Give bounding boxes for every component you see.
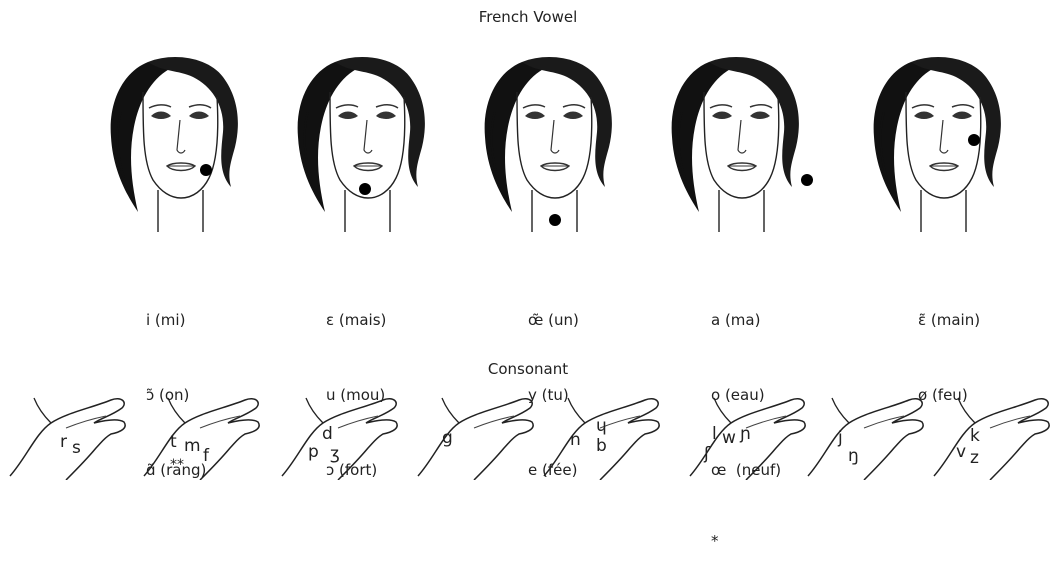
- consonant-label: r: [60, 434, 67, 451]
- consonant-label: **: [170, 458, 184, 472]
- consonant-label: k: [970, 428, 980, 445]
- vowel-label: a (ma): [711, 308, 781, 333]
- vowel-label: ɛ̃ (main): [918, 308, 980, 333]
- consonant-label: p: [308, 444, 319, 461]
- hand-shape-8: v k z: [930, 388, 1056, 480]
- position-dot: [801, 174, 813, 186]
- face-4: [664, 52, 804, 232]
- face-1: [103, 52, 243, 232]
- consonant-label: ʃ: [704, 446, 710, 463]
- consonant-label: g: [442, 430, 453, 447]
- consonant-label: ɥ: [596, 418, 607, 435]
- hand-shape-2: t m f **: [140, 388, 266, 480]
- vowel-label: œ̃ (un): [528, 308, 579, 333]
- consonant-label: t: [170, 434, 177, 451]
- vowel-label: i (mi): [146, 308, 206, 333]
- consonant-label: l: [712, 426, 717, 443]
- consonant-label: f: [203, 448, 209, 465]
- consonant-label: b: [596, 438, 607, 455]
- hand-shape-6: l w ɲ ʃ: [686, 388, 812, 480]
- consonant-label: n: [570, 432, 581, 449]
- consonant-label: z: [970, 450, 979, 467]
- consonant-label: s: [72, 440, 81, 457]
- hand-shape-7: j ŋ: [804, 388, 930, 480]
- footnote-marker: *: [711, 533, 781, 549]
- face-3: [477, 52, 617, 232]
- hand-shape-4: g: [414, 388, 540, 480]
- hand-shape-5: n ɥ b: [540, 388, 666, 480]
- position-dot: [968, 134, 980, 146]
- consonant-label: m: [184, 438, 201, 455]
- consonant-label: d: [322, 426, 333, 443]
- consonant-label: ʒ: [330, 446, 340, 463]
- hand-shape-3: p d ʒ: [278, 388, 404, 480]
- vowel-label: ɛ (mais): [326, 308, 386, 333]
- consonant-label: ŋ: [848, 448, 859, 465]
- consonant-title: Consonant: [0, 360, 1056, 378]
- position-dot: [359, 183, 371, 195]
- consonant-label: v: [956, 444, 966, 461]
- hand-shape-1: r s: [6, 388, 132, 480]
- consonant-label: j: [838, 430, 843, 447]
- consonant-label: ɲ: [740, 426, 751, 443]
- diagram-title: French Vowel: [0, 8, 1056, 26]
- face-5: [866, 52, 1006, 232]
- face-2: [290, 52, 430, 232]
- consonant-label: w: [722, 430, 736, 447]
- position-dot: [549, 214, 561, 226]
- position-dot: [200, 164, 212, 176]
